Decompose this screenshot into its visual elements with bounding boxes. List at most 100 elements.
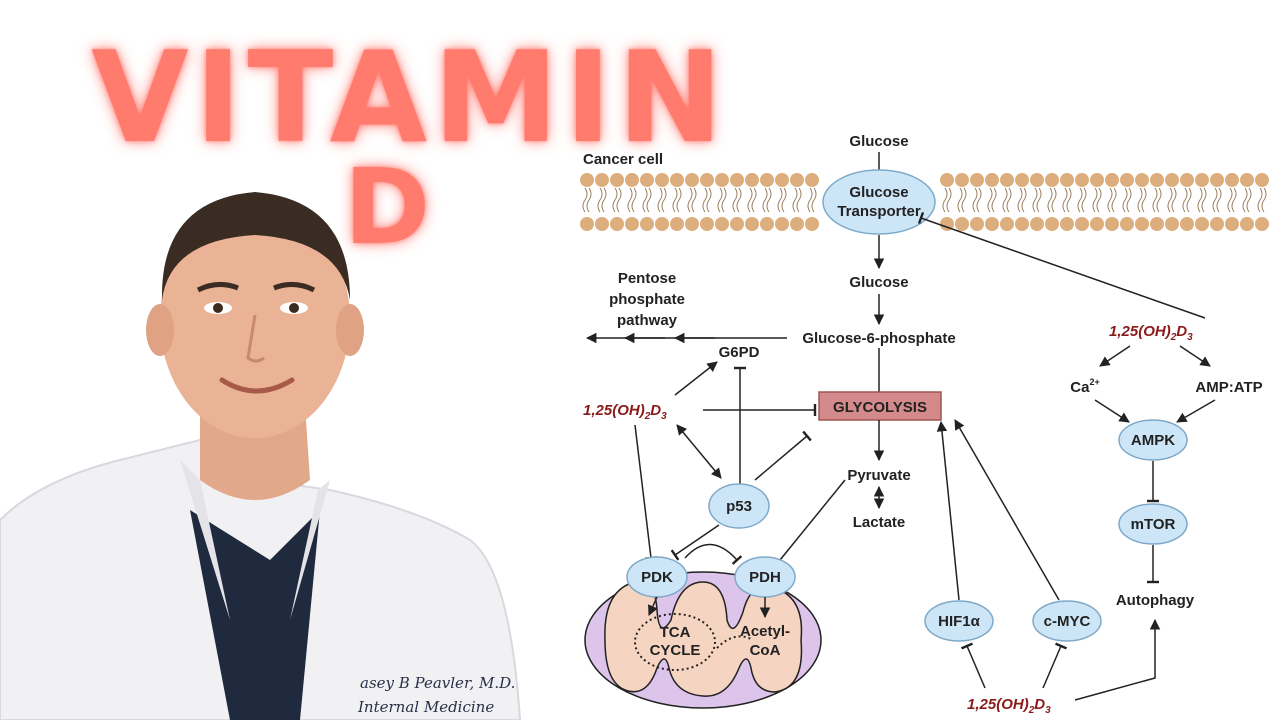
membrane-bead [1105, 217, 1119, 231]
membrane-bead [1015, 217, 1029, 231]
membrane-bead [1120, 217, 1134, 231]
membrane-bead [1210, 217, 1224, 231]
membrane-bead [1060, 173, 1074, 187]
membrane-bead [670, 217, 684, 231]
membrane-bead [700, 217, 714, 231]
ampk-node [1118, 419, 1188, 461]
membrane-bead [610, 173, 624, 187]
calcium-label: Ca2+ [1070, 377, 1099, 396]
membrane-bead [640, 217, 654, 231]
membrane-bead [970, 217, 984, 231]
doctor-portrait: asey B Peavler, M.D. Internal Medicine [0, 192, 522, 720]
membrane-bead [595, 173, 609, 187]
membrane-bead [640, 173, 654, 187]
membrane-bead [1255, 217, 1269, 231]
pdk-label: PDK [641, 569, 673, 586]
membrane-bead [775, 173, 789, 187]
g6p-label: Glucose-6-phosphate [802, 330, 955, 347]
membrane-bead [1015, 173, 1029, 187]
membrane-bead [1150, 173, 1164, 187]
lactate-label: Lactate [853, 514, 906, 531]
glucose-outside-label: Glucose [849, 133, 908, 150]
glycolysis-label: GLYCOLYSIS [833, 399, 927, 416]
membrane-bead [1075, 217, 1089, 231]
membrane-bead [595, 217, 609, 231]
autophagy-label: Autophagy [1116, 592, 1195, 609]
membrane-bead [745, 173, 759, 187]
membrane-bead [805, 173, 819, 187]
membrane-bead [1195, 217, 1209, 231]
membrane-bead [805, 217, 819, 231]
cmyc-label: c-MYC [1044, 613, 1091, 630]
membrane-bead [1090, 173, 1104, 187]
membrane-bead [730, 217, 744, 231]
glucose-transporter-node [822, 169, 936, 235]
scrubs [190, 510, 320, 720]
tca-label-2: CYCLE [650, 642, 701, 659]
transporter-label-1: Glucose [849, 184, 908, 201]
membrane-bead [985, 173, 999, 187]
membrane-bead [775, 217, 789, 231]
membrane-bead [1030, 217, 1044, 231]
hair [161, 192, 350, 300]
membrane-bead [745, 217, 759, 231]
badge-name: asey B Peavler, M.D. [360, 674, 515, 692]
membrane-bead [790, 217, 804, 231]
membrane-bead [760, 173, 774, 187]
glucose-inside-label: Glucose [849, 274, 908, 291]
vitd-bottom-label: 1,25(OH)2D3 [967, 696, 1051, 716]
mtor-label: mTOR [1131, 516, 1176, 533]
vitd-right-label: 1,25(OH)2D3 [1109, 323, 1193, 343]
membrane-bead [715, 173, 729, 187]
acetyl-label-1: Acetyl- [740, 623, 790, 640]
pentose-label-2: phosphate [609, 291, 685, 308]
membrane-bead [1135, 217, 1149, 231]
membrane-bead [940, 173, 954, 187]
membrane-bead [1225, 173, 1239, 187]
pathway-diagram: Cancer cell Glucose Glucose Transporter … [580, 133, 1280, 716]
hif1a-label: HIF1α [938, 613, 981, 630]
acetyl-label-2: CoA [750, 642, 781, 659]
amp-atp-label: AMP:ATP [1195, 379, 1262, 396]
membrane-bead [1135, 173, 1149, 187]
membrane-bead [1075, 173, 1089, 187]
membrane-bead [1180, 173, 1194, 187]
membrane-bead [1195, 173, 1209, 187]
membrane-bead [730, 173, 744, 187]
badge-role: Internal Medicine [357, 698, 494, 716]
membrane-bead [1105, 173, 1119, 187]
membrane-bead [1000, 217, 1014, 231]
tca-label-1: TCA [660, 624, 691, 641]
title-line-2: D [343, 146, 437, 268]
title-line-1: VITAMIN [91, 24, 729, 171]
membrane-bead [790, 173, 804, 187]
membrane-bead [625, 217, 639, 231]
membrane-bead [685, 173, 699, 187]
membrane-bead [1240, 217, 1254, 231]
cmyc-node [1032, 600, 1102, 642]
membrane-bead [985, 217, 999, 231]
membrane-bead [1030, 173, 1044, 187]
membrane-bead [625, 173, 639, 187]
membrane-bead [1165, 217, 1179, 231]
pdh-label: PDH [749, 569, 781, 586]
membrane-bead [580, 173, 594, 187]
membrane-bead [760, 217, 774, 231]
hif1a-node [924, 600, 994, 642]
g6pd-label: G6PD [719, 344, 760, 361]
membrane-bead [1225, 217, 1239, 231]
membrane-bead [955, 217, 969, 231]
ampk-label: AMPK [1131, 432, 1175, 449]
membrane-bead [1120, 173, 1134, 187]
membrane-bead [1045, 173, 1059, 187]
smile [219, 377, 295, 394]
membrane-bead [580, 217, 594, 231]
mtor-node [1118, 503, 1188, 545]
membrane-bead [955, 173, 969, 187]
membrane-bead [1150, 217, 1164, 231]
membrane-bead [1255, 173, 1269, 187]
membrane-bead [1090, 217, 1104, 231]
membrane-bead [1210, 173, 1224, 187]
membrane-bead [970, 173, 984, 187]
membrane-bead [940, 217, 954, 231]
